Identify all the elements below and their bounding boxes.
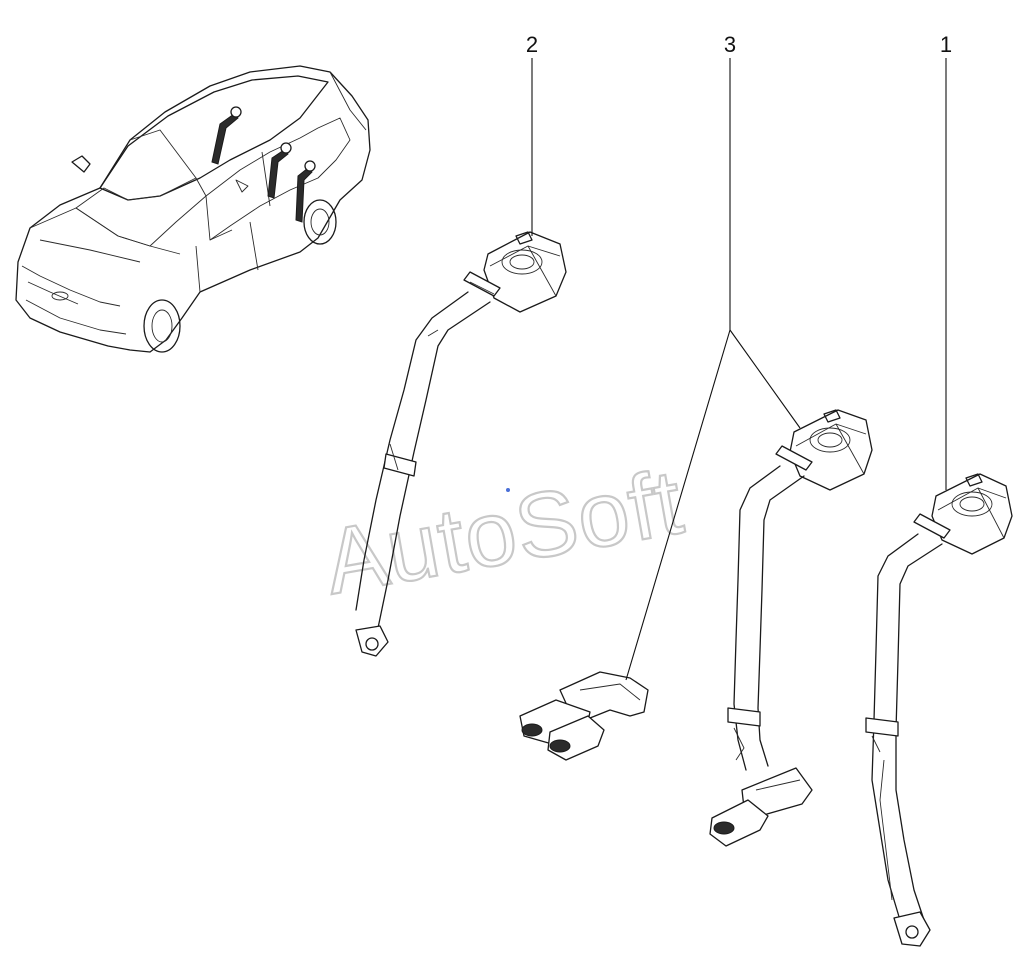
callout-label-2: 2 bbox=[526, 32, 538, 57]
part-1-seat-belt bbox=[865, 473, 1013, 947]
leader-lines bbox=[531, 58, 947, 681]
leader-part-3-to-buckle bbox=[625, 329, 731, 681]
callout-label-1: 1 bbox=[940, 32, 952, 57]
part-3-double-buckle bbox=[519, 671, 649, 761]
leader-part-3-to-retractor bbox=[729, 329, 801, 429]
part-2-seat-belt bbox=[355, 231, 567, 657]
watermark: AutoSoft bbox=[317, 451, 690, 614]
part-3-seat-belt bbox=[709, 409, 873, 847]
car-location-thumbnail bbox=[15, 65, 371, 353]
watermark-dot bbox=[506, 488, 510, 492]
callout-label-3: 3 bbox=[724, 32, 736, 57]
